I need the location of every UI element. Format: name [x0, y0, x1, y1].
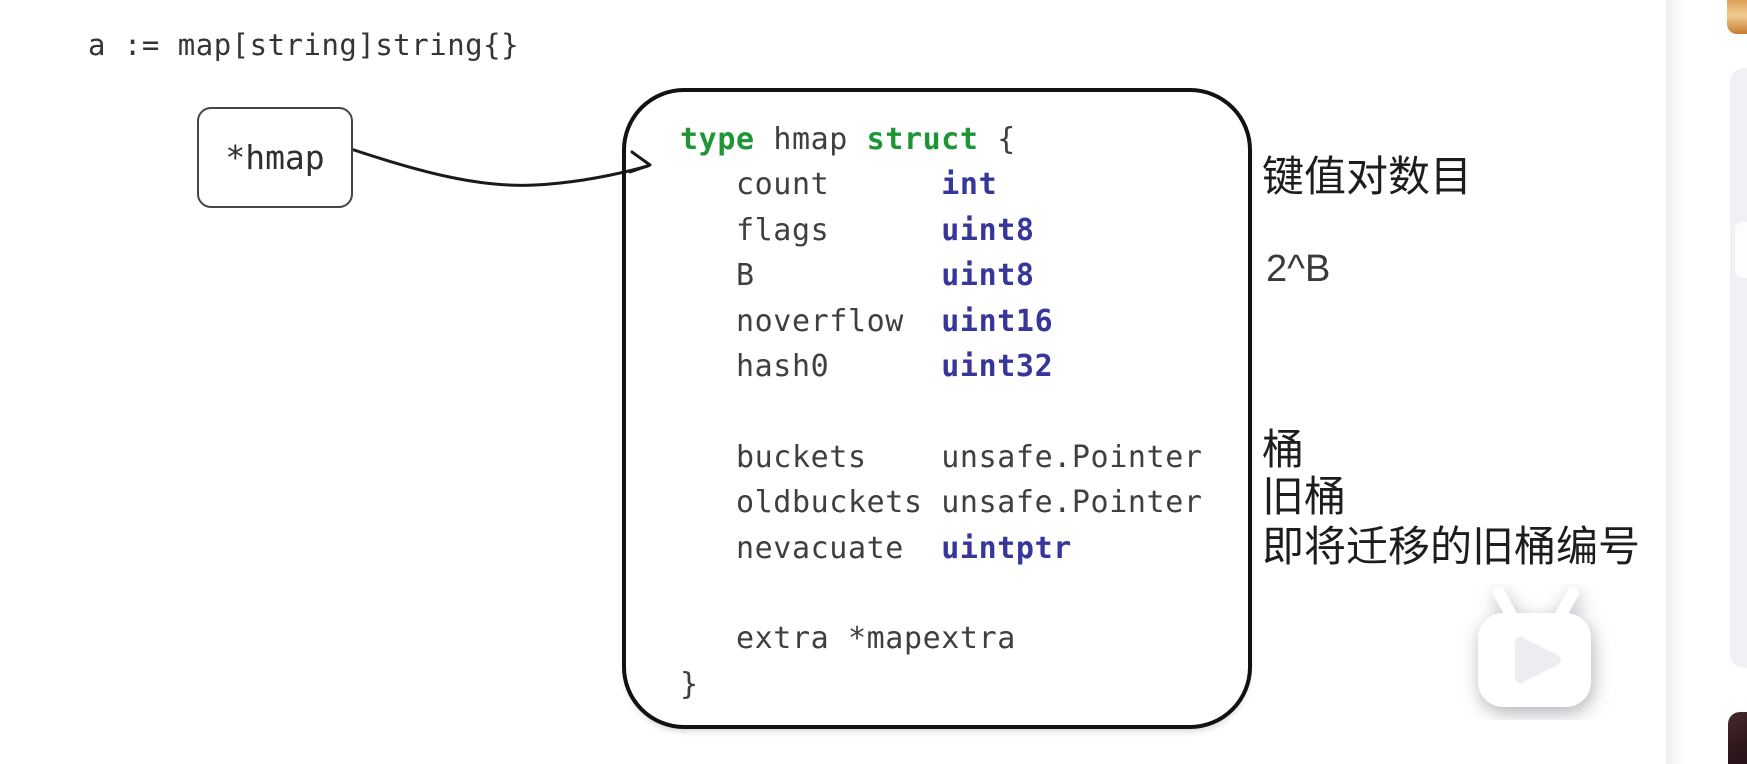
sidebar-card[interactable] — [1730, 68, 1747, 668]
code-line — [680, 571, 1203, 616]
declaration-code: a := map[string]string{} — [88, 28, 520, 62]
code-line: hash0 uint32 — [680, 349, 1054, 385]
code-line: } — [680, 666, 699, 702]
code-line: noverflow uint16 — [680, 303, 1054, 339]
code-line: B uint8 — [680, 258, 1035, 294]
annotation-oldbuckets: 旧桶 — [1262, 475, 1347, 521]
code-line — [680, 389, 1203, 434]
struct-code: type hmap struct { count int flags uint8… — [680, 117, 1203, 707]
annotation-count: 键值对数目 — [1262, 155, 1473, 201]
code-line: oldbuckets unsafe.Pointer — [680, 485, 1203, 521]
hmap-pointer-label: *hmap — [225, 138, 325, 177]
site-logo-chip[interactable] — [1727, 0, 1747, 34]
tv-play-watermark-icon — [1478, 587, 1591, 707]
code-line: buckets unsafe.Pointer — [680, 439, 1203, 475]
code-line: type hmap struct { — [680, 122, 1016, 157]
code-line: nevacuate uintptr — [680, 530, 1072, 566]
struct-box — [622, 88, 1252, 729]
sidebar-card-inner — [1735, 222, 1747, 278]
code-line: flags uint8 — [680, 212, 1035, 248]
code-line: count int — [680, 167, 998, 203]
code-line: extra *mapextra — [680, 621, 1016, 657]
video-thumbnail-edge[interactable] — [1728, 712, 1747, 764]
panel-edge-shadow — [1666, 0, 1686, 764]
play-icon — [1515, 637, 1561, 683]
annotation-nevacuate: 即将迁移的旧桶编号 — [1262, 525, 1641, 571]
annotation-buckets: 桶 — [1262, 428, 1305, 474]
hmap-pointer-box: *hmap — [197, 107, 353, 208]
annotation-b: 2^B — [1266, 248, 1331, 290]
